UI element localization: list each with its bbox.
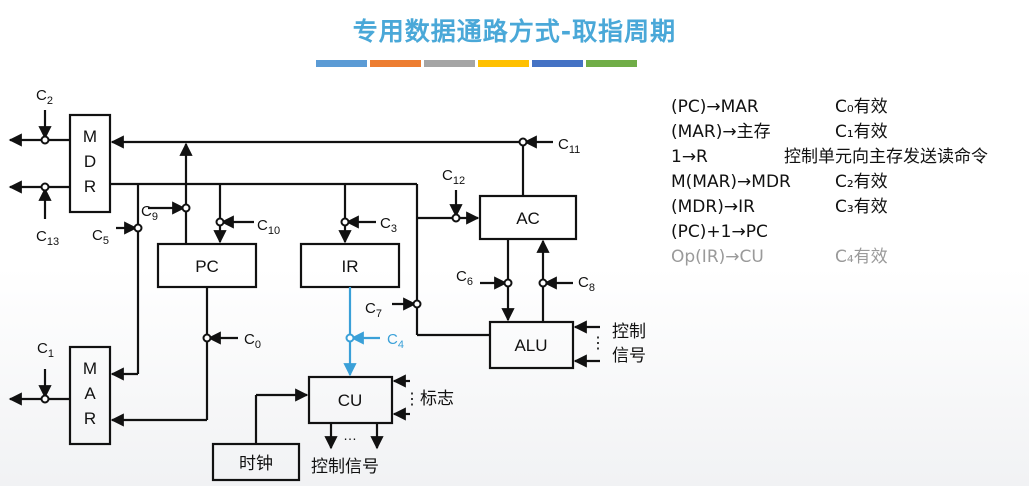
- c4-label: C4: [387, 331, 404, 351]
- mdr-label-1: M: [83, 127, 97, 146]
- alu-control-label-2: 信号: [612, 346, 646, 365]
- color-bar-segment: [370, 60, 421, 67]
- c3-label: C3: [380, 215, 397, 235]
- mar-label-1: M: [83, 359, 97, 378]
- junction-dot: [412, 299, 422, 309]
- alu-box: [488, 320, 575, 370]
- mdr-box: [68, 113, 112, 214]
- cu-output-dots: …: [343, 427, 357, 443]
- color-bar-segment: [478, 60, 529, 67]
- color-bar-segment: [316, 60, 367, 67]
- c6-label: C6: [456, 268, 473, 288]
- operation-text: (MAR)→主存: [671, 122, 771, 142]
- c0-label: C0: [244, 331, 261, 351]
- operation-enable: C₄有效: [835, 247, 888, 267]
- operation-text: (PC)→MAR: [671, 97, 759, 117]
- cu-flag-label: 标志: [420, 389, 454, 408]
- c11-label: C11: [558, 136, 580, 156]
- cu-flag-dots: ⋮: [404, 391, 420, 408]
- mdr-label-3: R: [84, 177, 96, 196]
- cu-control-signal-label: 控制信号: [311, 457, 379, 476]
- junction-dot: [538, 278, 548, 288]
- c8-label: C8: [578, 274, 595, 294]
- operation-text: Op(IR)→CU: [671, 247, 764, 267]
- alu-control-dots: ⋮: [590, 335, 606, 352]
- mdr-label-2: D: [84, 152, 96, 171]
- c7-label: C7: [365, 300, 382, 320]
- c13-label: C13: [36, 228, 59, 248]
- operation-text: (PC)+1→PC: [671, 222, 768, 242]
- color-bar-segment: [532, 60, 583, 67]
- operation-text: M(MAR)→MDR: [671, 172, 791, 192]
- junction-dot: [503, 278, 513, 288]
- ac-box: [478, 194, 578, 241]
- mar-box: [68, 345, 112, 446]
- c1-label: C1: [37, 340, 54, 360]
- junction-dot: [215, 217, 225, 227]
- junction-dot: [40, 182, 50, 192]
- junction-dot: [518, 137, 528, 147]
- color-bar-segment: [586, 60, 637, 67]
- color-bar-segment: [424, 60, 475, 67]
- c12-label: C12: [442, 167, 465, 187]
- slide-title: 专用数据通路方式-取指周期: [352, 17, 677, 46]
- junction-dot: [340, 217, 350, 227]
- operation-text: 1→R: [671, 147, 708, 167]
- junction-dot: [345, 333, 355, 343]
- ir-label: IR: [342, 257, 359, 276]
- alu-control-label-1: 控制: [612, 322, 646, 341]
- junction-dot: [181, 203, 191, 213]
- junction-dot: [40, 394, 50, 404]
- junction-dot: [133, 223, 143, 233]
- operation-text: (MDR)→IR: [671, 197, 755, 217]
- pc-label: PC: [195, 257, 219, 276]
- cu-box: [307, 375, 394, 425]
- junction-dot: [202, 333, 212, 343]
- clock-label: 时钟: [239, 454, 273, 473]
- title-color-bar: [316, 60, 637, 67]
- c9-label: C9: [141, 203, 158, 223]
- operation-enable: C₃有效: [835, 197, 888, 217]
- operation-enable: 控制单元向主存发送读命令: [784, 147, 988, 167]
- alu-label: ALU: [514, 336, 547, 355]
- junction-dot: [451, 213, 461, 223]
- c2-label: C2: [36, 87, 53, 107]
- operation-enable: C₀有效: [835, 97, 888, 117]
- c10-label: C10: [257, 217, 280, 237]
- junction-dot: [40, 135, 50, 145]
- ac-label: AC: [516, 209, 540, 228]
- mar-label-2: A: [84, 384, 96, 403]
- c5-label: C5: [92, 227, 109, 247]
- cu-label: CU: [338, 391, 363, 410]
- operation-enable: C₁有效: [835, 122, 888, 142]
- mar-label-3: R: [84, 409, 96, 428]
- operation-enable: C₂有效: [835, 172, 888, 192]
